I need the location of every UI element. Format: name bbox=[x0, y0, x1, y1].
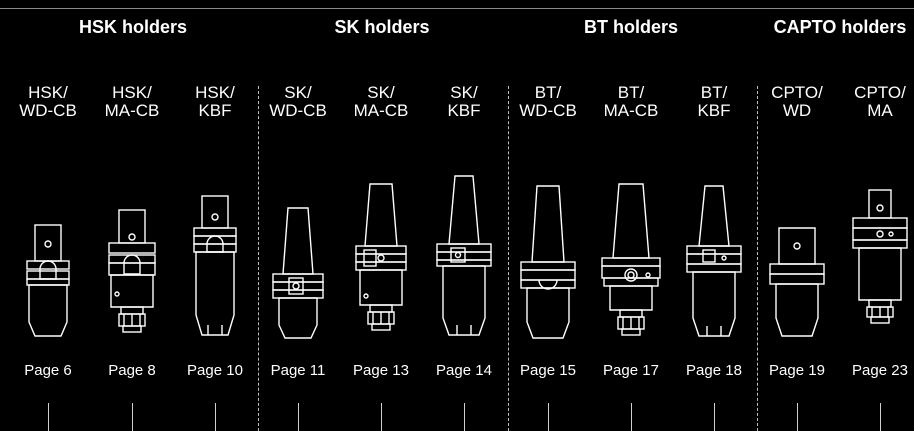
pointer-line bbox=[548, 403, 549, 431]
page-ref[interactable]: Page 13 bbox=[353, 362, 409, 379]
group-title-hsk: HSK holders bbox=[78, 17, 188, 37]
holder-label: SK/ MA-CB bbox=[353, 83, 409, 120]
page-ref[interactable]: Page 14 bbox=[436, 362, 492, 379]
sk-kbf-holder-icon[interactable] bbox=[429, 170, 499, 350]
pointer-line bbox=[132, 403, 133, 431]
holder-label: HSK/ MA-CB bbox=[104, 83, 160, 120]
page-ref[interactable]: Page 6 bbox=[24, 362, 72, 379]
sk-wd-cb-holder-icon[interactable] bbox=[263, 170, 333, 350]
page-ref[interactable]: Page 23 bbox=[852, 362, 908, 379]
group-separator bbox=[508, 86, 509, 431]
page-ref[interactable]: Page 19 bbox=[769, 362, 825, 379]
pointer-line bbox=[464, 403, 465, 431]
pointer-line bbox=[298, 403, 299, 431]
pointer-line bbox=[381, 403, 382, 431]
top-rule bbox=[0, 8, 914, 9]
hsk-ma-cb-holder-icon[interactable] bbox=[97, 170, 167, 350]
page-ref[interactable]: Page 11 bbox=[270, 362, 326, 379]
page-ref[interactable]: Page 17 bbox=[603, 362, 659, 379]
group-title-sk: SK holders bbox=[334, 17, 430, 37]
group-title-bt: BT holders bbox=[583, 17, 679, 37]
group-separator bbox=[757, 86, 758, 431]
bt-kbf-holder-icon[interactable] bbox=[679, 170, 749, 350]
holder-label: BT/ KBF bbox=[697, 83, 731, 120]
sk-ma-cb-holder-icon[interactable] bbox=[346, 170, 416, 350]
group-title-capto: CAPTO holders bbox=[773, 17, 907, 37]
hsk-kbf-holder-icon[interactable] bbox=[180, 170, 250, 350]
holder-label: BT/ WD-CB bbox=[519, 83, 577, 120]
holder-label: HSK/ KBF bbox=[195, 83, 235, 120]
page-ref[interactable]: Page 8 bbox=[108, 362, 156, 379]
pointer-line bbox=[714, 403, 715, 431]
hsk-wd-cb-holder-icon[interactable] bbox=[13, 170, 83, 350]
pointer-line bbox=[215, 403, 216, 431]
pointer-line bbox=[797, 403, 798, 431]
page-ref[interactable]: Page 10 bbox=[187, 362, 243, 379]
holder-label: BT/ MA-CB bbox=[603, 83, 659, 120]
holder-label: CPTO/ MA bbox=[854, 83, 906, 120]
capto-wd-holder-icon[interactable] bbox=[762, 170, 832, 350]
page-ref[interactable]: Page 15 bbox=[520, 362, 576, 379]
holder-label: SK/ WD-CB bbox=[269, 83, 327, 120]
holder-label: HSK/ WD-CB bbox=[19, 83, 77, 120]
bt-wd-cb-holder-icon[interactable] bbox=[513, 170, 583, 350]
pointer-line bbox=[48, 403, 49, 431]
holder-label: CPTO/ WD bbox=[771, 83, 823, 120]
pointer-line bbox=[880, 403, 881, 431]
capto-ma-holder-icon[interactable] bbox=[845, 170, 914, 350]
page-ref[interactable]: Page 18 bbox=[686, 362, 742, 379]
pointer-line bbox=[631, 403, 632, 431]
group-separator bbox=[258, 86, 259, 431]
bt-ma-cb-holder-icon[interactable] bbox=[596, 170, 666, 350]
holder-label: SK/ KBF bbox=[447, 83, 481, 120]
